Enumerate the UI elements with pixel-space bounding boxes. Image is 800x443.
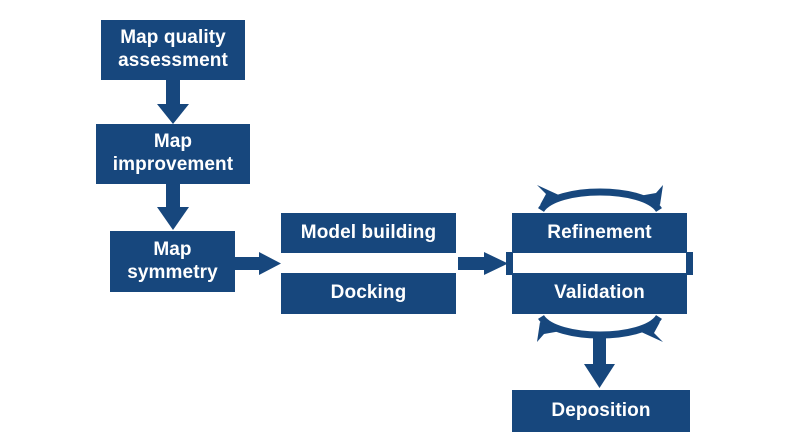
node-map-symmetry[interactable]: Map symmetry (110, 231, 235, 292)
node-refinement[interactable]: Refinement (512, 213, 687, 253)
node-map-improvement[interactable]: Map improvement (96, 124, 250, 184)
node-map-quality-assessment[interactable]: Map quality assessment (101, 20, 245, 80)
arrow-symmetry-to-modelling (235, 252, 281, 275)
cycle-arc-top (537, 185, 663, 213)
node-validation[interactable]: Validation (512, 273, 687, 314)
node-docking[interactable]: Docking (281, 273, 456, 314)
arrow-quality-to-improvement (157, 80, 189, 124)
arrow-modelling-to-refinement (458, 252, 508, 275)
arrow-cycle-to-deposition (584, 335, 615, 388)
cycle-ring-side-right (686, 252, 693, 275)
cycle-arc-bottom (537, 314, 663, 342)
cycle-ring-side-left (506, 252, 513, 275)
node-model-building[interactable]: Model building (281, 213, 456, 253)
arrow-improvement-to-symmetry (157, 184, 189, 230)
node-deposition[interactable]: Deposition (512, 390, 690, 432)
